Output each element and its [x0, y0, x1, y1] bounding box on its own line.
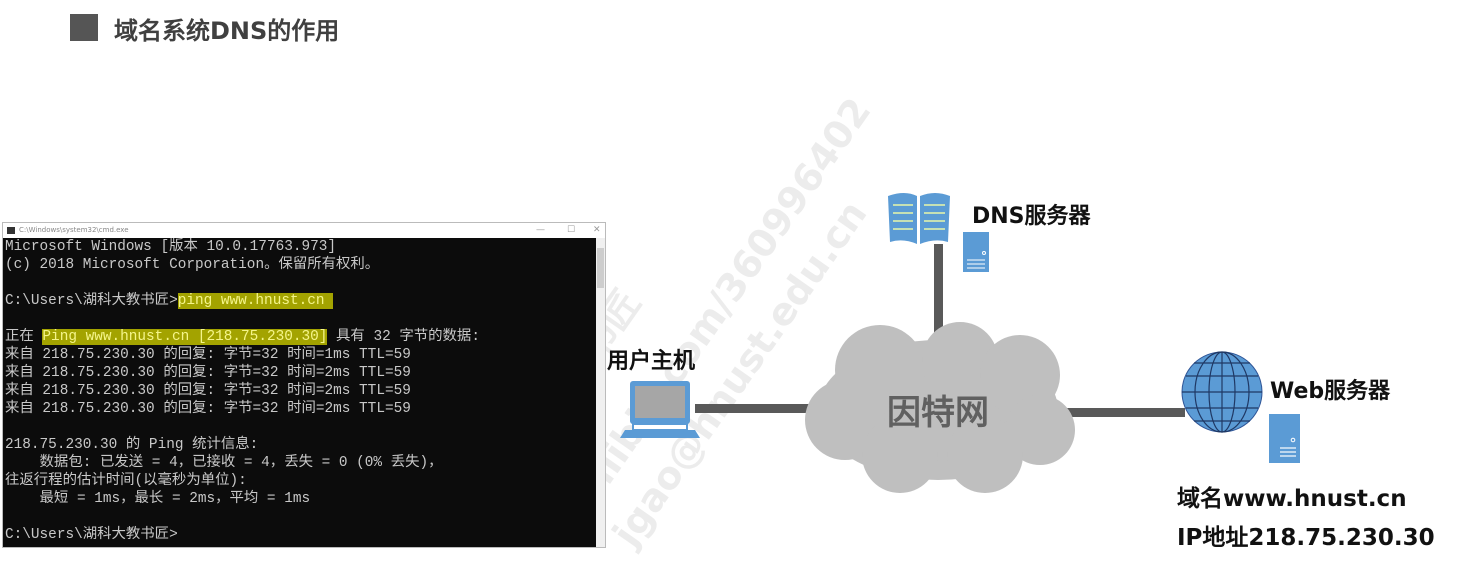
cmd-text: 具有 32 字节的数据:	[327, 329, 480, 345]
globe-icon	[1181, 351, 1263, 433]
maximize-button[interactable]: ☐	[567, 225, 576, 235]
cmd-line: C:\Users\湖科大教书匠>	[5, 527, 178, 543]
cmd-text: C:\Users\湖科大教书匠>	[5, 293, 178, 309]
cmd-line: C:\Users\湖科大教书匠>ping www.hnust.cn	[5, 292, 596, 310]
scrollbar[interactable]	[596, 238, 605, 547]
domain-name-label: 域名www.hnust.cn	[1177, 486, 1407, 512]
cmd-line: Microsoft Windows [版本 10.0.17763.973]	[5, 239, 337, 255]
web-server-label: Web服务器	[1270, 379, 1391, 404]
host-label: 用户主机	[607, 349, 696, 374]
cmd-app-icon	[7, 227, 15, 234]
cmd-line: 218.75.230.30 的 Ping 统计信息:	[5, 437, 259, 453]
highlighted-text: Ping www.hnust.cn [218.75.230.30]	[42, 329, 328, 345]
cmd-line: (c) 2018 Microsoft Corporation。保留所有权利。	[5, 257, 380, 273]
highlighted-text: ping www.hnust.cn	[177, 293, 334, 309]
dns-server-label: DNS服务器	[972, 204, 1091, 229]
internet-cloud-icon	[805, 322, 1075, 493]
host-link	[695, 404, 815, 413]
dns-server-icon	[963, 232, 989, 272]
scrollbar-thumb[interactable]	[597, 248, 604, 288]
laptop-icon	[620, 381, 700, 438]
cmd-title-bar[interactable]: C:\Windows\system32\cmd.exe — ☐ ✕	[3, 223, 605, 238]
page-title: 域名系统DNS的作用	[114, 17, 340, 45]
cmd-line: 来自 218.75.230.30 的回复: 字节=32 时间=2ms TTL=5…	[5, 401, 411, 417]
cmd-text: 正在	[5, 329, 43, 345]
cmd-line: 来自 218.75.230.30 的回复: 字节=32 时间=2ms TTL=5…	[5, 383, 411, 399]
cmd-window[interactable]: C:\Windows\system32\cmd.exe — ☐ ✕ Micros…	[2, 222, 606, 548]
ip-address-label: IP地址218.75.230.30	[1177, 525, 1435, 551]
web-server-icon	[1269, 414, 1300, 463]
cmd-line: 来自 218.75.230.30 的回复: 字节=32 时间=1ms TTL=5…	[5, 347, 411, 363]
cmd-line: 来自 218.75.230.30 的回复: 字节=32 时间=2ms TTL=5…	[5, 365, 411, 381]
cmd-line: 数据包: 已发送 = 4，已接收 = 4，丢失 = 0 (0% 丢失)，	[5, 455, 443, 471]
cmd-line: 正在 Ping www.hnust.cn [218.75.230.30] 具有 …	[5, 328, 596, 346]
cmd-line: 最短 = 1ms，最长 = 2ms，平均 = 1ms	[5, 491, 311, 507]
web-link	[1060, 408, 1185, 417]
close-button[interactable]: ✕	[593, 225, 601, 235]
cmd-line: 往返行程的估计时间(以毫秒为单位):	[5, 473, 247, 489]
title-bullet-square	[70, 14, 98, 41]
internet-label: 因特网	[887, 393, 989, 433]
dns-book-icon	[888, 193, 950, 244]
cmd-window-title: C:\Windows\system32\cmd.exe	[19, 226, 129, 234]
dns-link	[934, 244, 943, 339]
cmd-output[interactable]: Microsoft Windows [版本 10.0.17763.973] (c)…	[3, 238, 596, 547]
minimize-button[interactable]: —	[536, 225, 545, 235]
